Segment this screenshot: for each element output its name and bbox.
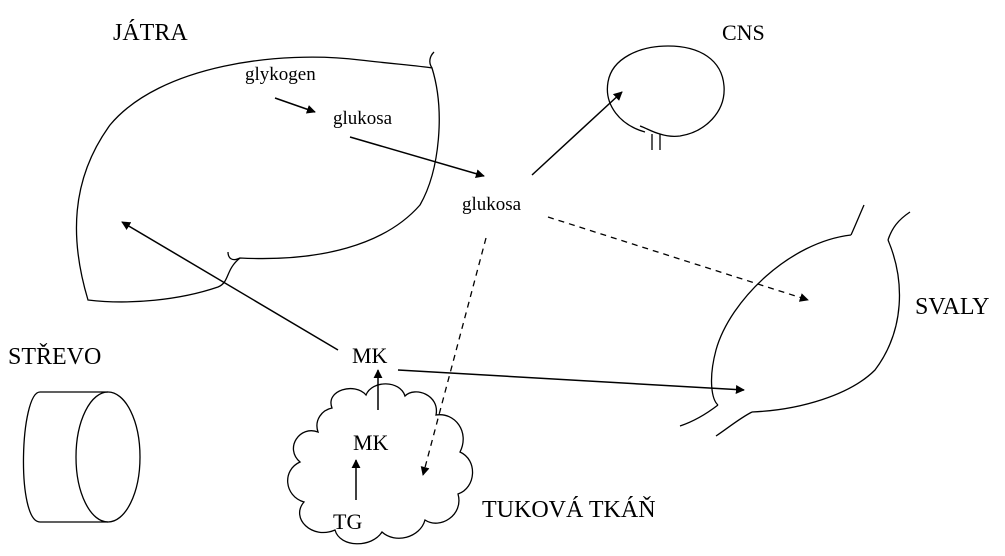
tissue-fatty-acids-label: MK <box>353 430 389 455</box>
arrow-blood-glucose-to-adipose <box>420 237 487 476</box>
cns-label: CNS <box>722 20 765 45</box>
intestine-body <box>22 391 108 523</box>
intestine-label: STŘEVO <box>8 344 101 370</box>
muscle-tendon-top <box>850 204 911 241</box>
liver-organ <box>75 51 440 303</box>
adipose-organ <box>287 383 474 545</box>
liver-outline <box>75 56 440 303</box>
arrow-liver-glucose-to-blood <box>349 136 485 179</box>
muscle-organ <box>679 204 911 437</box>
blood-fatty-acids-label: MK <box>352 343 388 368</box>
muscle-tendon-bottom <box>679 404 753 437</box>
glycogen-label: glykogen <box>245 64 316 85</box>
liver-label: JÁTRA <box>113 20 188 46</box>
cns-outline <box>606 45 725 138</box>
muscles-label: SVALY <box>915 294 990 320</box>
arrow-fatty-acids-to-muscle <box>397 369 745 395</box>
muscle-outline-left <box>710 234 852 406</box>
blood-glucose-label: glukosa <box>462 194 522 215</box>
arrow-blood-glucose-to-muscle <box>547 216 809 302</box>
liver-glucose-label: glukosa <box>333 108 393 129</box>
arrow-blood-glucose-to-cns <box>531 91 623 176</box>
cns-stem <box>651 134 661 150</box>
arrow-glycogen-to-glucose <box>274 97 316 114</box>
liver-lobe-edge <box>227 251 241 261</box>
intestine-end <box>75 391 141 523</box>
intestine-organ <box>22 391 141 523</box>
liver-notch <box>429 51 435 69</box>
triglycerides-label: TG <box>333 509 362 534</box>
muscle-outline-right <box>751 239 901 413</box>
adipose-label: TUKOVÁ TKÁŇ <box>482 497 656 523</box>
cns-organ <box>606 45 725 150</box>
adipose-outline <box>287 383 474 545</box>
arrow-fatty-acids-to-liver <box>121 221 339 351</box>
